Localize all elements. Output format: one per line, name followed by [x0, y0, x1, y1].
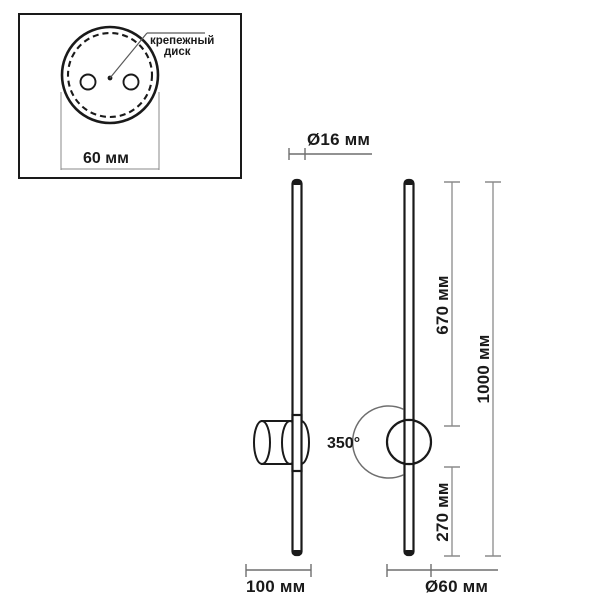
dia16-label: Ø16 мм: [307, 130, 370, 149]
disk-hole-left: [79, 73, 97, 91]
rotation-angle-label: 350°: [327, 435, 360, 452]
rod-diameter-dimension-group: Ø16 мм: [288, 130, 372, 160]
side-rod-bottom-cap: [292, 550, 302, 555]
vertical-dimensions-group: 670 мм 270 мм 1000 мм: [433, 181, 501, 557]
dim1000-label: 1000 мм: [474, 334, 493, 403]
side-mount-cylinder-back-face: [253, 420, 271, 465]
side-rod-top-cap: [292, 180, 302, 185]
front-rod-over-mount: [403, 418, 415, 466]
side-rod-body: [291, 178, 303, 557]
rotation-arc-group: 350°: [327, 405, 404, 479]
front-rod-body: [403, 178, 415, 557]
bottom-dimensions-group: 100 мм Ø60 мм: [245, 564, 498, 596]
front-rod-top-cap: [404, 180, 414, 185]
front-rod-bottom-cap: [404, 550, 414, 555]
side-rod-over-mount: [291, 413, 303, 473]
disk-inner-dashed-circle: [66, 31, 154, 119]
dia60-label: Ø60 мм: [425, 577, 488, 596]
front-elevation-group: [385, 178, 433, 557]
disk-outer-circle: [60, 25, 160, 125]
dim670-label: 670 мм: [433, 275, 452, 334]
inset-dimension-label-60: 60 мм: [83, 150, 129, 167]
callout-leader-line: [109, 32, 148, 79]
rotation-arc: [351, 405, 404, 479]
callout-label-line2: диск: [164, 46, 191, 58]
side-elevation-group: [253, 178, 310, 557]
dim100-label: 100 мм: [246, 577, 305, 596]
dim270-label: 270 мм: [433, 482, 452, 541]
callout-label-line1: крепежный: [150, 35, 214, 47]
disk-hole-right: [122, 73, 140, 91]
mounting-disk-detail-group: крепежный диск 60 мм: [18, 13, 242, 179]
